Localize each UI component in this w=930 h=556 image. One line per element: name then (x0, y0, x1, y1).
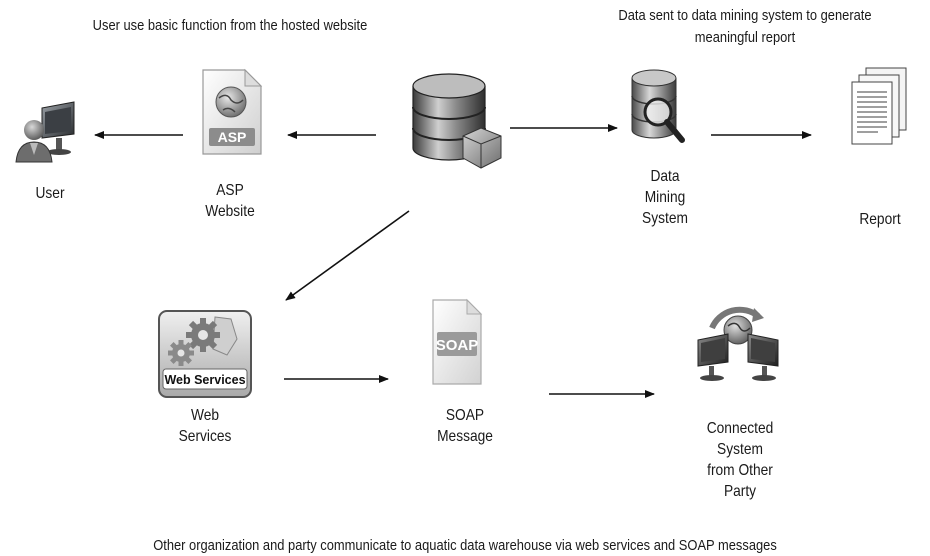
connected-systems-icon (697, 306, 779, 381)
soap-badge-text: SOAP (436, 337, 479, 354)
label-web-services: Web Services (178, 407, 232, 445)
label-soap-message: SOAP Message (437, 407, 493, 445)
database-icon (412, 73, 502, 169)
web-services-icon: Web Services (158, 310, 252, 398)
caption-top-right-line2: meaningful report (694, 29, 796, 46)
label-data-mining: Data Mining System (642, 168, 688, 227)
gear-icon-small (168, 340, 194, 366)
asp-document-icon: ASP (202, 68, 263, 155)
label-connected-system: Connected System from Other Party (706, 420, 774, 500)
user-icon (15, 101, 75, 163)
report-icon (851, 67, 907, 145)
label-user: User (35, 185, 65, 202)
gear-icon (186, 318, 220, 352)
caption-top-right-line1: Data sent to data mining system to gener… (618, 7, 872, 24)
label-asp-website: ASP Website (205, 182, 255, 220)
soap-document-icon: SOAP (432, 298, 483, 385)
caption-bottom: Other organization and party communicate… (153, 537, 777, 554)
web-services-badge-text: Web Services (164, 373, 245, 387)
data-mining-icon (631, 69, 685, 143)
asp-badge-text: ASP (218, 129, 247, 145)
arrow-db-to-webservices (285, 210, 410, 301)
label-report: Report (859, 211, 901, 228)
caption-top-left: User use basic function from the hosted … (92, 17, 368, 34)
